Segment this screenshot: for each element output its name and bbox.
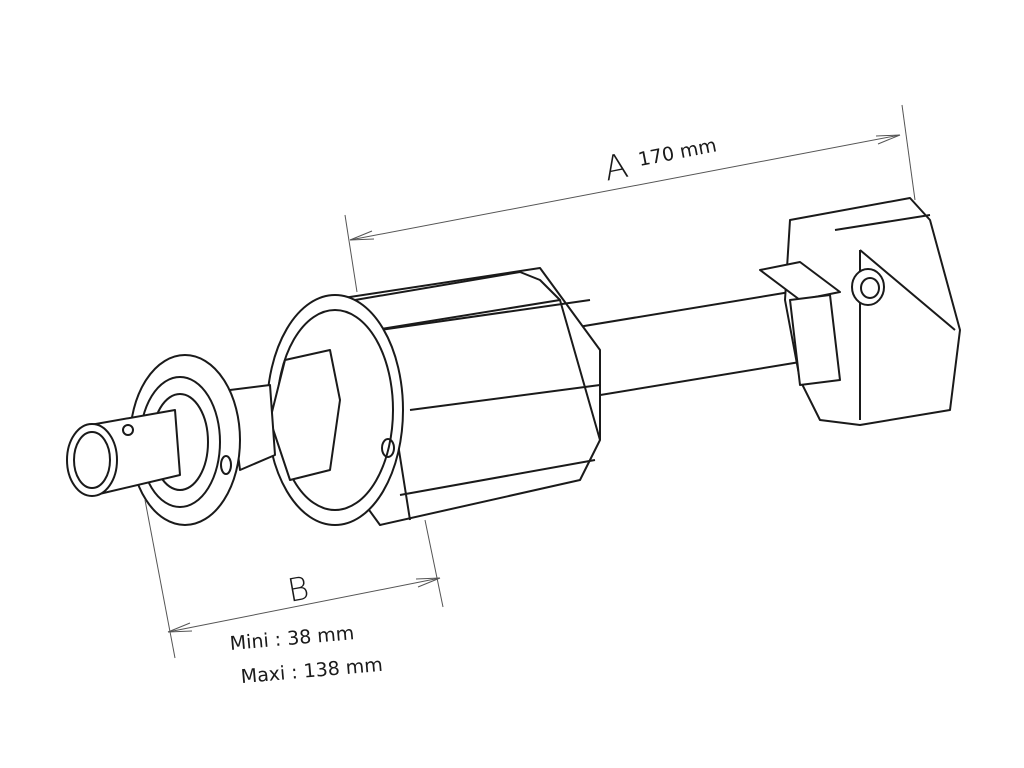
adapter-drum [266, 267, 601, 526]
dimension-b-min: Mini : 38 mm [229, 622, 355, 655]
pin-tube [66, 409, 181, 497]
dimension-b-letter: B [285, 569, 312, 610]
dimension-b-max: Maxi : 138 mm [240, 654, 384, 688]
end-cap [759, 197, 961, 426]
dimension-a [344, 104, 916, 293]
dimension-a-value: 170 mm [636, 134, 718, 171]
drive-ring [129, 354, 276, 526]
dimension-b [144, 499, 444, 659]
dimension-a-letter: A [601, 146, 631, 190]
